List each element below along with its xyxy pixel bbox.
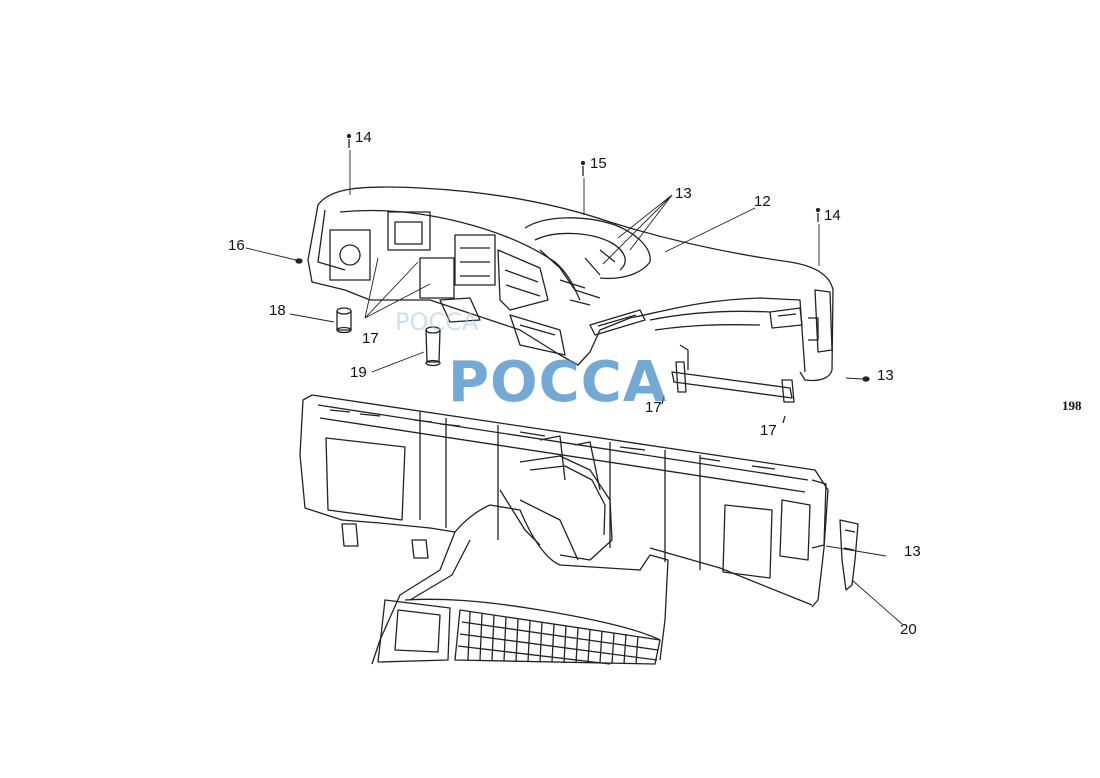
callout-13-top: 13 xyxy=(675,185,692,202)
callout-14-left: 14 xyxy=(355,129,372,146)
leader-13-right xyxy=(845,377,863,380)
callout-17-right: 17 xyxy=(760,422,777,439)
leader-17-fan xyxy=(364,257,431,319)
fastener-13-right xyxy=(862,376,870,382)
callout-20: 20 xyxy=(900,621,917,638)
part-19-sleeve xyxy=(425,326,441,367)
callout-14-right: 14 xyxy=(824,207,841,224)
callout-17-left: 17 xyxy=(362,330,379,347)
part-18-cup xyxy=(336,307,352,334)
leader-16 xyxy=(245,247,297,261)
leader-20 xyxy=(851,579,903,625)
callout-12: 12 xyxy=(754,193,771,210)
callout-16: 16 xyxy=(228,237,245,254)
callout-13-right: 13 xyxy=(877,367,894,384)
instrument-panel xyxy=(307,186,834,403)
leader-18 xyxy=(289,313,335,323)
leader-13-lower xyxy=(825,545,887,557)
fastener-17-lower xyxy=(661,395,786,424)
watermark-faint: POCCA xyxy=(395,308,479,336)
callout-15: 15 xyxy=(590,155,607,172)
cab-front-frame xyxy=(299,394,859,608)
callout-19: 19 xyxy=(350,364,367,381)
fastener-14-right xyxy=(815,207,821,222)
cab-floor-tunnel xyxy=(371,504,669,665)
leader-12 xyxy=(664,207,756,253)
leader-lines xyxy=(245,150,903,625)
fastener-15 xyxy=(580,160,586,176)
callout-17-middle: 17 xyxy=(645,399,662,416)
callout-13-lower: 13 xyxy=(904,543,921,560)
watermark-logo: POCCA xyxy=(448,350,668,415)
fastener-16 xyxy=(295,258,303,264)
leader-19 xyxy=(371,351,425,373)
fastener-14-left xyxy=(346,133,352,148)
callout-18: 18 xyxy=(269,302,286,319)
page-number: 198 xyxy=(1062,398,1082,413)
leader-13-top xyxy=(602,194,673,265)
